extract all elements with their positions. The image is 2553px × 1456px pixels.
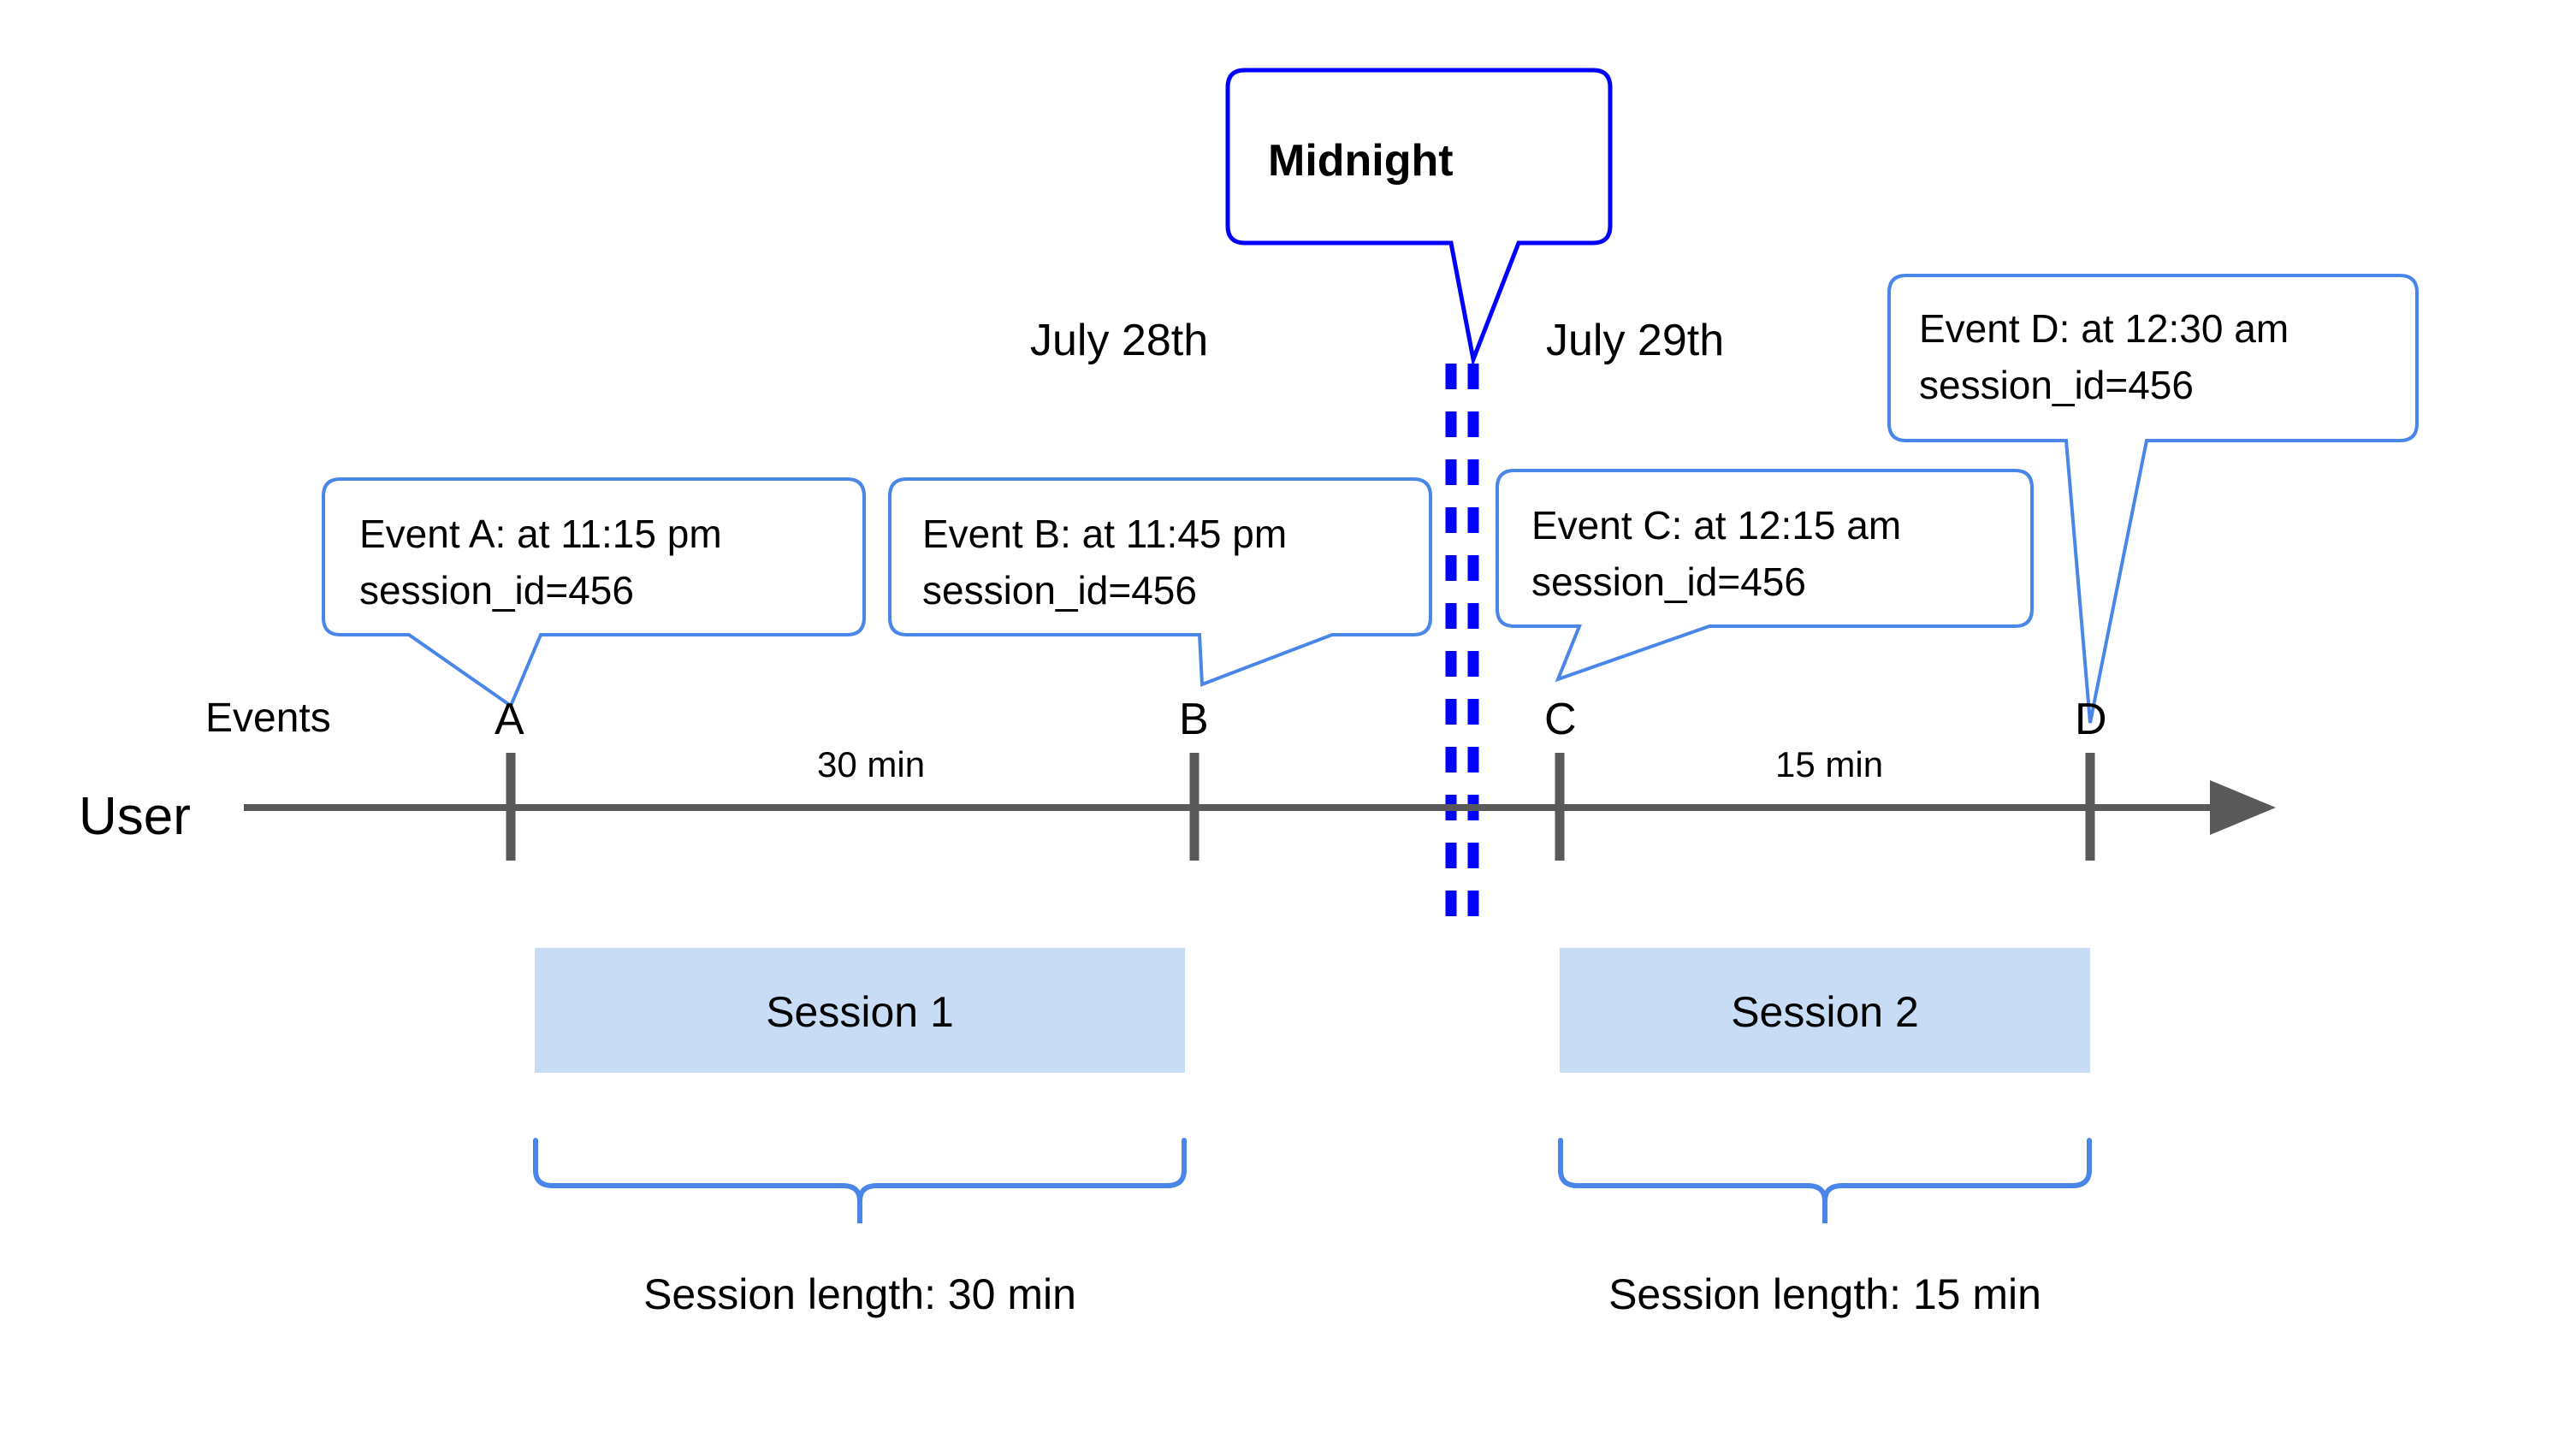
event-tick-label-a: A	[495, 695, 524, 744]
session-box-1-label: Session 1	[766, 988, 954, 1036]
event-callout-d-line2: session_id=456	[1919, 363, 2194, 407]
session-brace-2-path	[1558, 1138, 2092, 1223]
midnight-callout-bubble	[1225, 68, 1613, 368]
midnight-dashed-lines	[1445, 364, 1479, 920]
event-callout-b-bubble	[888, 477, 1432, 687]
event-callout-a-time: at 11:15 pm	[506, 512, 721, 556]
session-brace-1-path	[533, 1138, 1187, 1223]
session-brace-2	[1558, 1138, 2092, 1223]
session-length-label-2: Session length: 15 min	[1608, 1270, 2041, 1318]
event-callout-b: Event B: at 11:45 pm session_id=456	[888, 477, 1432, 687]
event-tick-label-d: D	[2075, 695, 2107, 744]
event-callout-b-title: Event B:	[922, 512, 1071, 556]
event-callout-c-title: Event C:	[1531, 503, 1682, 547]
midnight-callout-label: Midnight	[1268, 136, 1454, 186]
event-callout-c-line2: session_id=456	[1531, 559, 1806, 604]
event-callout-b-line1: Event B: at 11:45 pm	[922, 512, 1287, 556]
session-box-2-rect[interactable]	[1560, 948, 2090, 1073]
event-tick-label-c: C	[1544, 695, 1577, 744]
event-callout-b-time: at 11:45 pm	[1071, 512, 1287, 556]
session-box-2-label: Session 2	[1731, 988, 1919, 1036]
events-row-label: Events	[205, 695, 331, 741]
session-length-label-1: Session length: 30 min	[643, 1270, 1076, 1318]
event-callout-a-line2: session_id=456	[359, 568, 634, 613]
session-box-1-rect[interactable]	[535, 948, 1185, 1073]
user-timeline-axis: User	[79, 753, 2276, 861]
event-callout-a-bubble	[322, 477, 866, 709]
session-box-2[interactable]: Session 2	[1560, 948, 2090, 1073]
event-callout-d: Event D: at 12:30 am session_id=456	[1887, 274, 2419, 724]
day-label-july-29: July 29th	[1546, 316, 1724, 365]
gap-label-15-min: 15 min	[1775, 744, 1883, 784]
event-callout-d-title: Event D:	[1919, 306, 2070, 351]
event-callout-d-time: at 12:30 am	[2070, 306, 2289, 351]
event-callout-d-bubble	[1887, 274, 2419, 724]
event-callout-d-line1: Event D: at 12:30 am	[1919, 306, 2289, 351]
timeline-arrow-head	[2210, 780, 2276, 835]
event-callout-a-title: Event A:	[359, 512, 506, 556]
midnight-callout: Midnight	[1225, 68, 1613, 368]
event-callout-c: Event C: at 12:15 am session_id=456	[1496, 469, 2034, 683]
event-callout-a: Event A: at 11:15 pm session_id=456	[322, 477, 866, 709]
event-callout-c-bubble	[1496, 469, 2034, 683]
gap-label-30-min: 30 min	[817, 744, 925, 784]
session-brace-1	[533, 1138, 1187, 1223]
event-callout-b-line2: session_id=456	[922, 568, 1197, 613]
event-callout-a-line1: Event A: at 11:15 pm	[359, 512, 722, 556]
session-box-1[interactable]: Session 1	[535, 948, 1185, 1073]
event-callout-c-time: at 12:15 am	[1682, 503, 1901, 547]
user-row-label: User	[79, 787, 191, 846]
day-label-july-28: July 28th	[1030, 316, 1208, 365]
event-tick-label-b: B	[1179, 695, 1209, 744]
event-callout-c-line1: Event C: at 12:15 am	[1531, 503, 1901, 547]
